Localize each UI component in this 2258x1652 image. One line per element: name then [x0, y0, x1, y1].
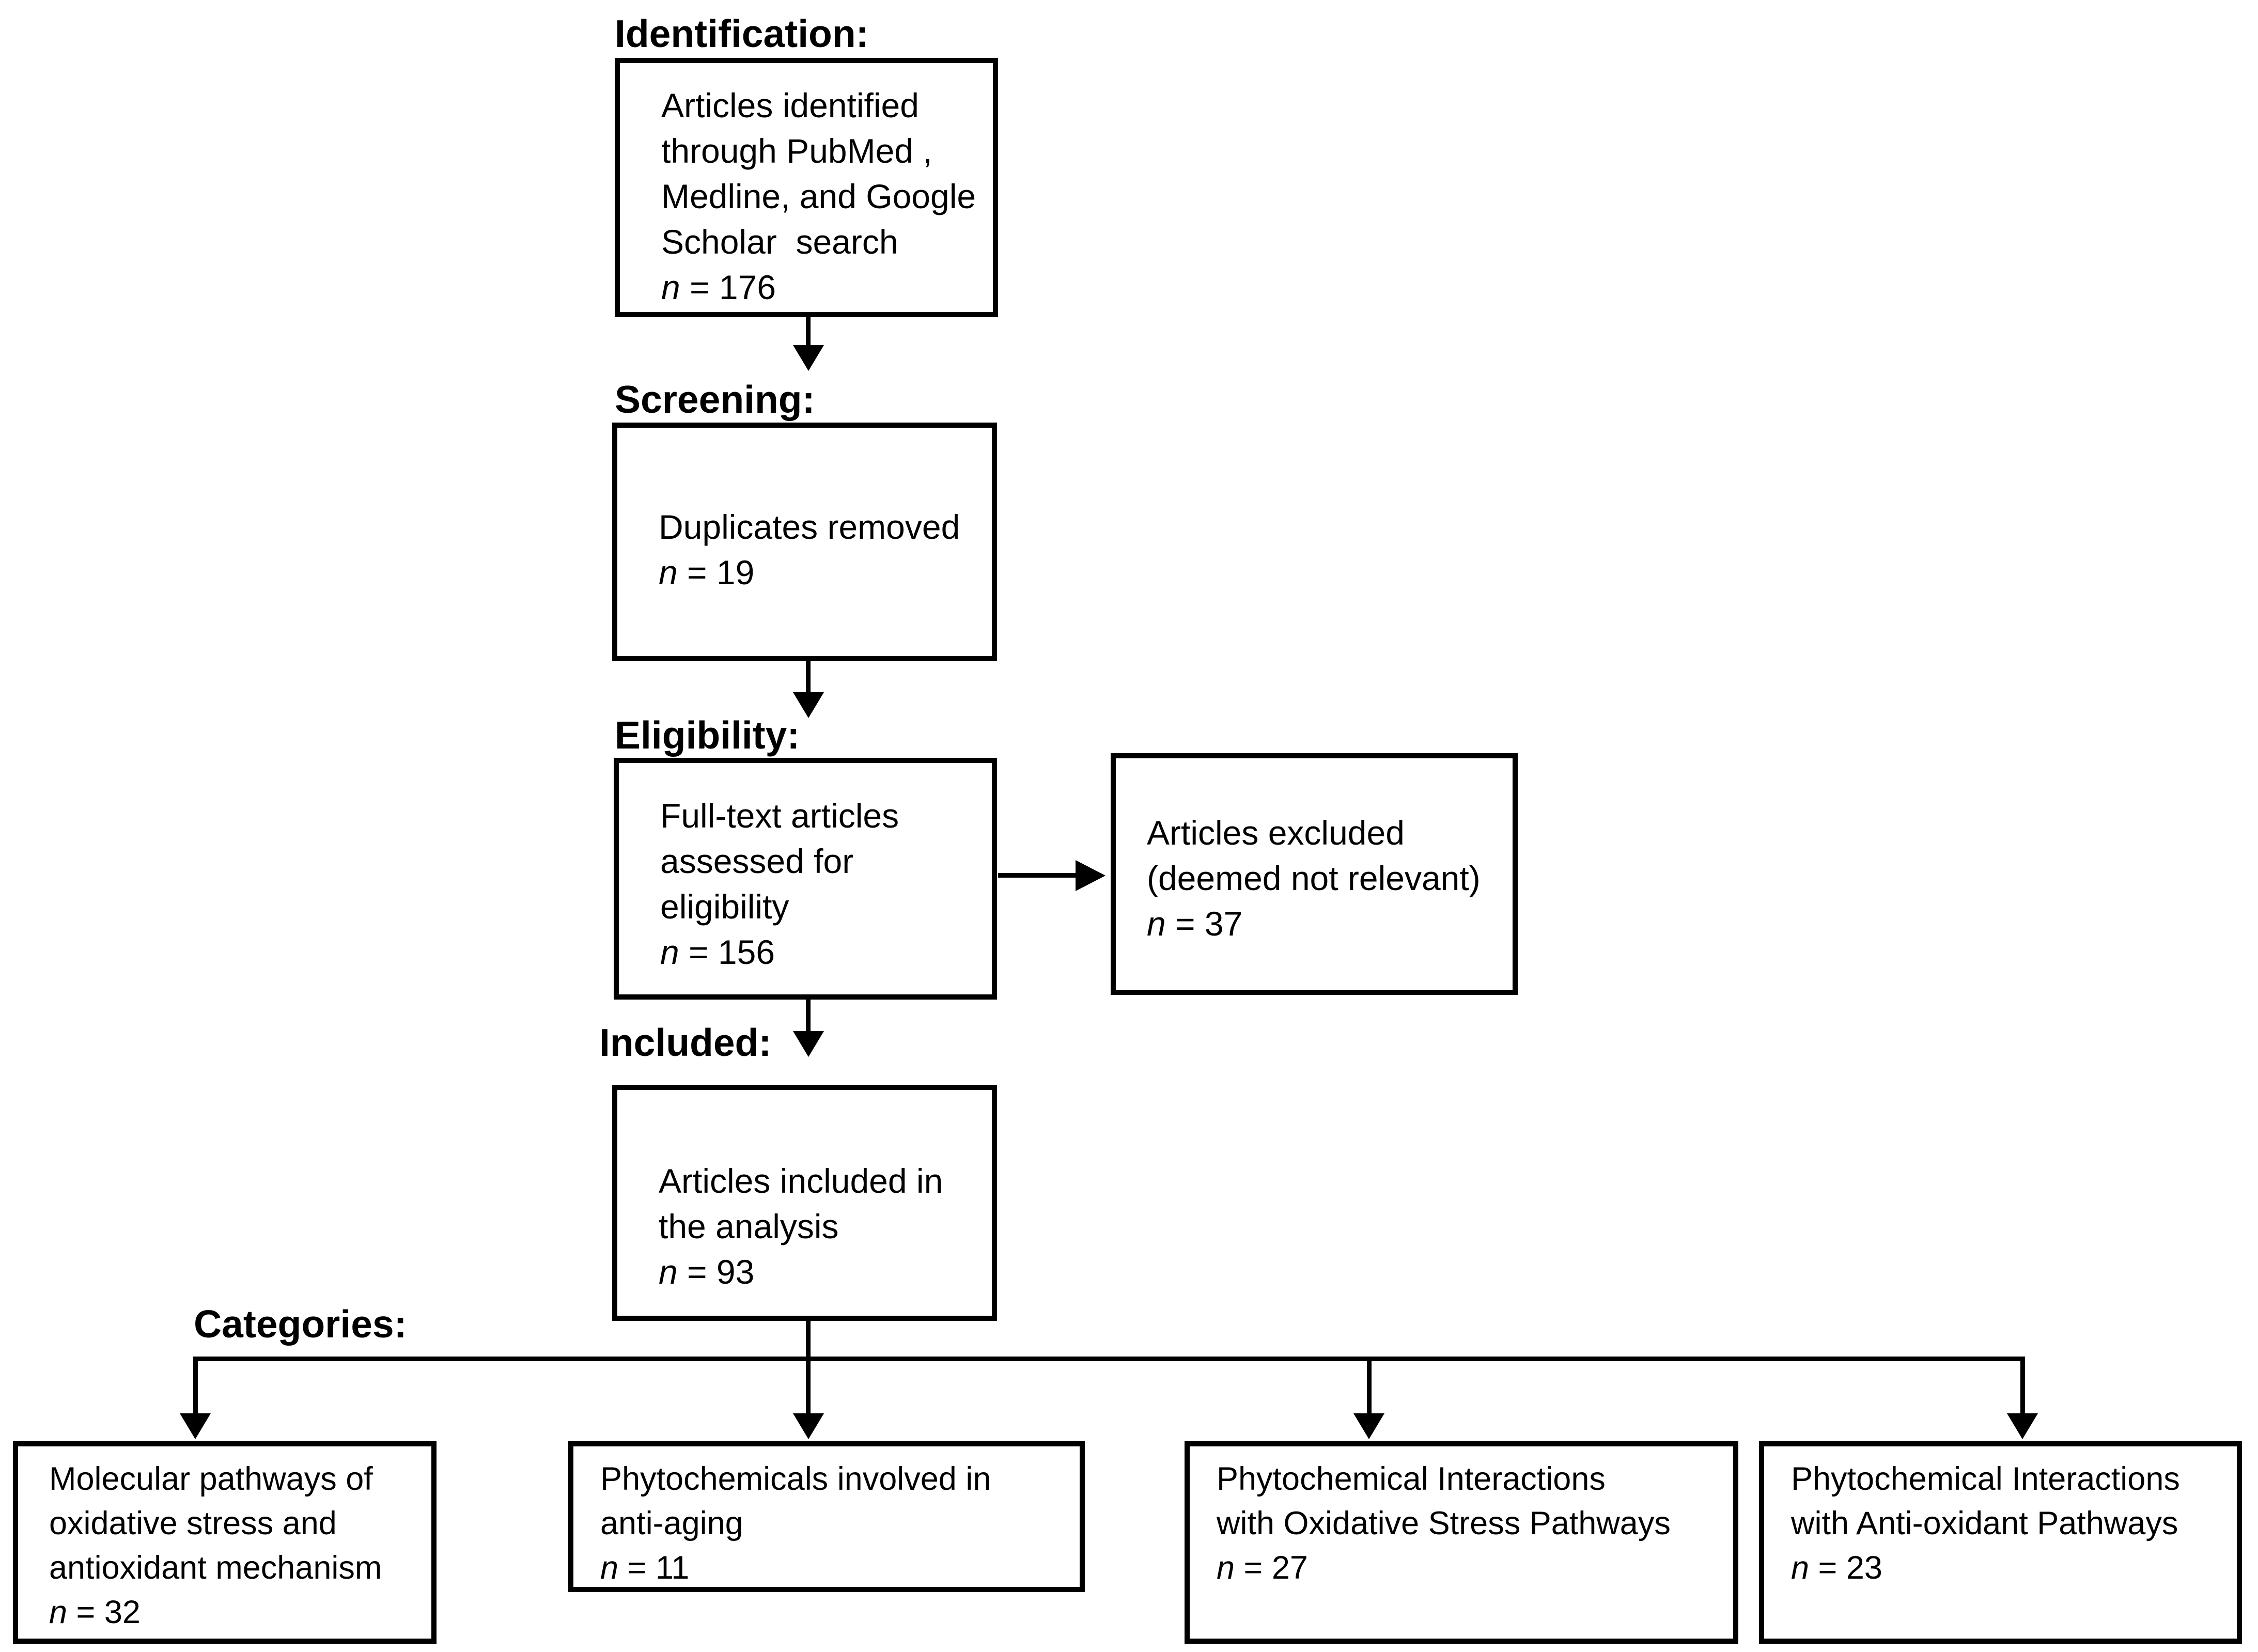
branch-stem-line	[806, 1318, 811, 1361]
n-value: = 176	[680, 268, 776, 306]
n-symbol: n	[659, 553, 678, 591]
n-value: = 156	[679, 933, 775, 971]
category-box-count: n = 23	[1791, 1546, 2234, 1590]
n-symbol: n	[1791, 1550, 1810, 1586]
n-value: = 27	[1235, 1550, 1308, 1586]
category-box-text: Phytochemicals involved in anti-aging	[600, 1461, 991, 1541]
arrow-identification-to-screening-head-icon	[793, 345, 824, 371]
excluded-box-text: Articles excluded (deemed not relevant)	[1147, 814, 1481, 897]
screening-box: Duplicates removed n = 19	[612, 423, 997, 661]
category-box-text: Molecular pathways of oxidative stress a…	[49, 1461, 382, 1586]
eligibility-box-text: Full-text articles assessed for eligibil…	[660, 797, 899, 926]
screening-box-text: Duplicates removed	[659, 508, 960, 546]
identification-box: Articles identified through PubMed , Med…	[615, 58, 998, 317]
n-value: = 37	[1165, 905, 1243, 943]
category-box-count: n = 32	[49, 1590, 429, 1634]
stage-label-screening: Screening:	[615, 378, 815, 421]
identification-box-count: n = 176	[661, 264, 990, 310]
n-symbol: n	[1147, 905, 1166, 943]
stage-label-included: Included:	[599, 1021, 772, 1064]
n-symbol: n	[1217, 1550, 1235, 1586]
n-symbol: n	[49, 1594, 68, 1630]
branch-drop-4-line	[2020, 1357, 2025, 1414]
n-value: = 23	[1809, 1550, 1882, 1586]
category-box-oxidative-stress-interactions: Phytochemical Interactions with Oxidativ…	[1185, 1441, 1738, 1644]
included-box-text: Articles included in the analysis	[659, 1162, 943, 1245]
excluded-box-count: n = 37	[1147, 901, 1510, 946]
category-box-count: n = 27	[1217, 1546, 1731, 1590]
category-box-anti-aging: Phytochemicals involved in anti-aging n …	[568, 1441, 1085, 1592]
branch-drop-2-line	[806, 1357, 811, 1414]
stage-label-categories: Categories:	[194, 1302, 407, 1346]
eligibility-box: Full-text articles assessed for eligibil…	[614, 758, 997, 1000]
n-symbol: n	[661, 268, 680, 306]
excluded-box: Articles excluded (deemed not relevant) …	[1111, 753, 1518, 995]
n-symbol: n	[659, 1253, 678, 1291]
branch-drop-2-head-icon	[793, 1413, 824, 1439]
category-box-count: n = 11	[600, 1546, 1077, 1590]
branch-drop-1-head-icon	[180, 1413, 211, 1439]
arrow-eligibility-to-excluded-line	[998, 873, 1077, 878]
branch-horizontal-line	[193, 1357, 2025, 1361]
category-box-text: Phytochemical Interactions with Anti-oxi…	[1791, 1461, 2180, 1541]
identification-box-text: Articles identified through PubMed , Med…	[661, 86, 976, 261]
arrow-eligibility-to-included-line	[806, 997, 811, 1032]
branch-drop-4-head-icon	[2007, 1413, 2038, 1439]
n-value: = 11	[618, 1550, 690, 1586]
branch-drop-1-line	[193, 1357, 198, 1414]
category-box-molecular-pathways: Molecular pathways of oxidative stress a…	[13, 1441, 437, 1644]
arrow-screening-to-eligibility-line	[806, 659, 811, 693]
stage-label-eligibility: Eligibility:	[615, 713, 800, 757]
n-symbol: n	[600, 1550, 619, 1586]
arrow-screening-to-eligibility-head-icon	[793, 692, 824, 718]
arrow-eligibility-to-included-head-icon	[793, 1031, 824, 1057]
screening-box-count: n = 19	[659, 550, 989, 595]
eligibility-box-count: n = 156	[660, 929, 989, 975]
included-box-count: n = 93	[659, 1249, 989, 1295]
category-box-antioxidant-interactions: Phytochemical Interactions with Anti-oxi…	[1759, 1441, 2242, 1644]
branch-drop-3-line	[1367, 1357, 1372, 1414]
branch-drop-3-head-icon	[1353, 1413, 1384, 1439]
n-value: = 93	[677, 1253, 755, 1291]
n-value: = 32	[67, 1594, 141, 1630]
arrow-eligibility-to-excluded-head-icon	[1076, 860, 1105, 891]
arrow-identification-to-screening-line	[806, 315, 811, 347]
included-box: Articles included in the analysis n = 93	[612, 1085, 997, 1321]
n-value: = 19	[677, 553, 755, 591]
category-box-text: Phytochemical Interactions with Oxidativ…	[1217, 1461, 1671, 1541]
n-symbol: n	[660, 933, 679, 971]
stage-label-identification: Identification:	[615, 12, 869, 55]
